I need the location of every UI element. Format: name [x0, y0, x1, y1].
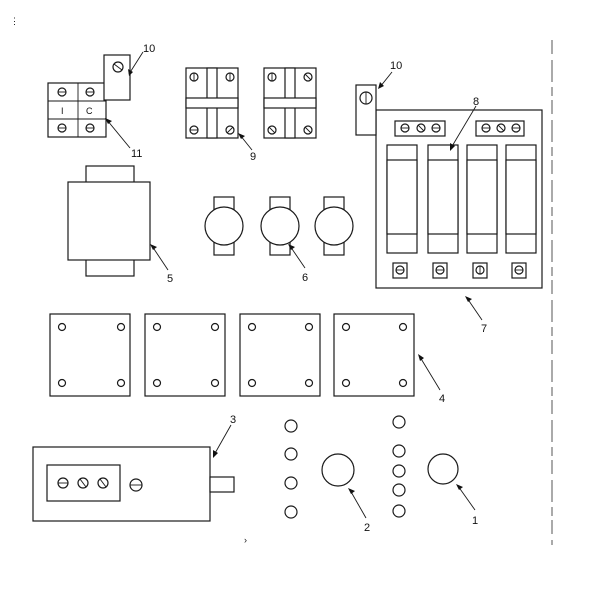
callout-10-right: 10 [378, 60, 402, 89]
part-10-bracket-right [355, 84, 377, 136]
part-7-fuse-panel [375, 109, 543, 289]
callout-11: 11 [105, 118, 142, 160]
block-mark-left: I [61, 106, 64, 116]
callout-6: 6 [288, 244, 308, 284]
callout-1: 1 [456, 484, 478, 527]
part-3-terminal-box [32, 446, 235, 522]
part-4-plate-2 [144, 313, 226, 397]
fuse-2 [427, 144, 459, 254]
callout-1-label: 1 [472, 515, 478, 527]
part-6-component-c [314, 196, 354, 256]
part-5-transformer [67, 165, 151, 277]
part-4-plate-1 [49, 313, 131, 397]
part-1-grommet-set [392, 415, 459, 518]
callout-2-label: 2 [364, 522, 370, 534]
callout-6-label: 6 [302, 272, 308, 284]
part-9-terminal-block-right [263, 67, 317, 139]
callout-11-label: 11 [131, 148, 142, 160]
callout-7-label: 7 [481, 323, 487, 335]
callout-3-label: 3 [230, 414, 236, 426]
scan-mark-top-left: ⋮ [10, 16, 19, 26]
part-6-component-a [204, 196, 244, 256]
fuse-3 [466, 144, 498, 254]
callout-8-label: 8 [473, 96, 479, 108]
callout-4: 4 [418, 354, 445, 405]
part-9-terminal-block-left [185, 67, 239, 139]
callout-8: 8 [450, 96, 479, 151]
block-mark-right: C [86, 106, 93, 116]
callout-5: 5 [150, 244, 173, 285]
part-4-plate-3 [239, 313, 321, 397]
part-2-grommet-set [284, 419, 355, 519]
callout-10-right-label: 10 [390, 60, 402, 72]
part-6-component-b [260, 196, 300, 256]
part-10-bracket-left [103, 54, 131, 101]
callout-10-left: 10 [128, 43, 155, 76]
callout-9: 9 [238, 133, 256, 163]
callout-7: 7 [465, 296, 487, 335]
callout-9-label: 9 [250, 151, 256, 163]
callout-3: 3 [213, 414, 236, 458]
callout-4-label: 4 [439, 393, 445, 405]
fuse-4 [505, 144, 537, 254]
part-11-terminal-block: I C [47, 82, 107, 138]
scan-mark-bottom: › [244, 535, 247, 545]
callout-10-left-label: 10 [143, 43, 155, 55]
fuse-1 [386, 144, 418, 254]
callout-5-label: 5 [167, 273, 173, 285]
part-4-plate-4 [333, 313, 415, 397]
callout-2: 2 [348, 488, 370, 534]
